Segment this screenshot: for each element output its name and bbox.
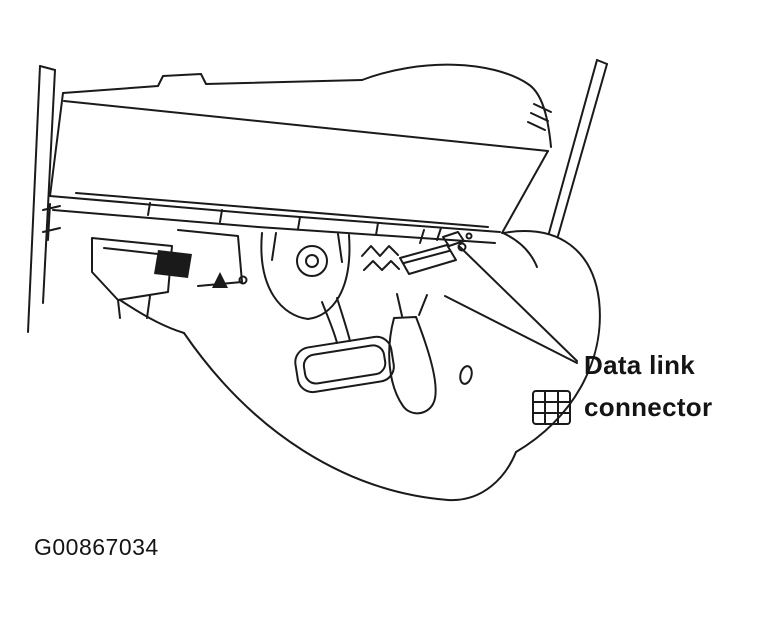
- right-pillar: [548, 59, 608, 237]
- under-dash-bracket: [91, 229, 248, 319]
- dash-lower-edge: [49, 150, 549, 244]
- left-pillar: [27, 65, 61, 333]
- data-link-connector-icon: [532, 390, 571, 425]
- steering-column: [260, 232, 351, 320]
- data-link-connector-label: Data link connector: [584, 344, 712, 428]
- accelerator-pedal: [388, 293, 437, 415]
- figure-id: G00867034: [34, 534, 159, 560]
- callout-lines: [444, 246, 578, 364]
- label-line-2: connector: [584, 392, 713, 422]
- data-link-connector-assembly: [361, 227, 473, 275]
- callout-line-lower: [444, 295, 578, 364]
- console-outline: [502, 230, 601, 453]
- label-line-1: Data link: [584, 350, 696, 380]
- callout-line-upper: [459, 246, 578, 362]
- line-art-root: [27, 59, 608, 502]
- brake-pedal: [294, 297, 395, 394]
- dash-top-outline: [49, 63, 552, 197]
- floor-contours: [119, 299, 517, 502]
